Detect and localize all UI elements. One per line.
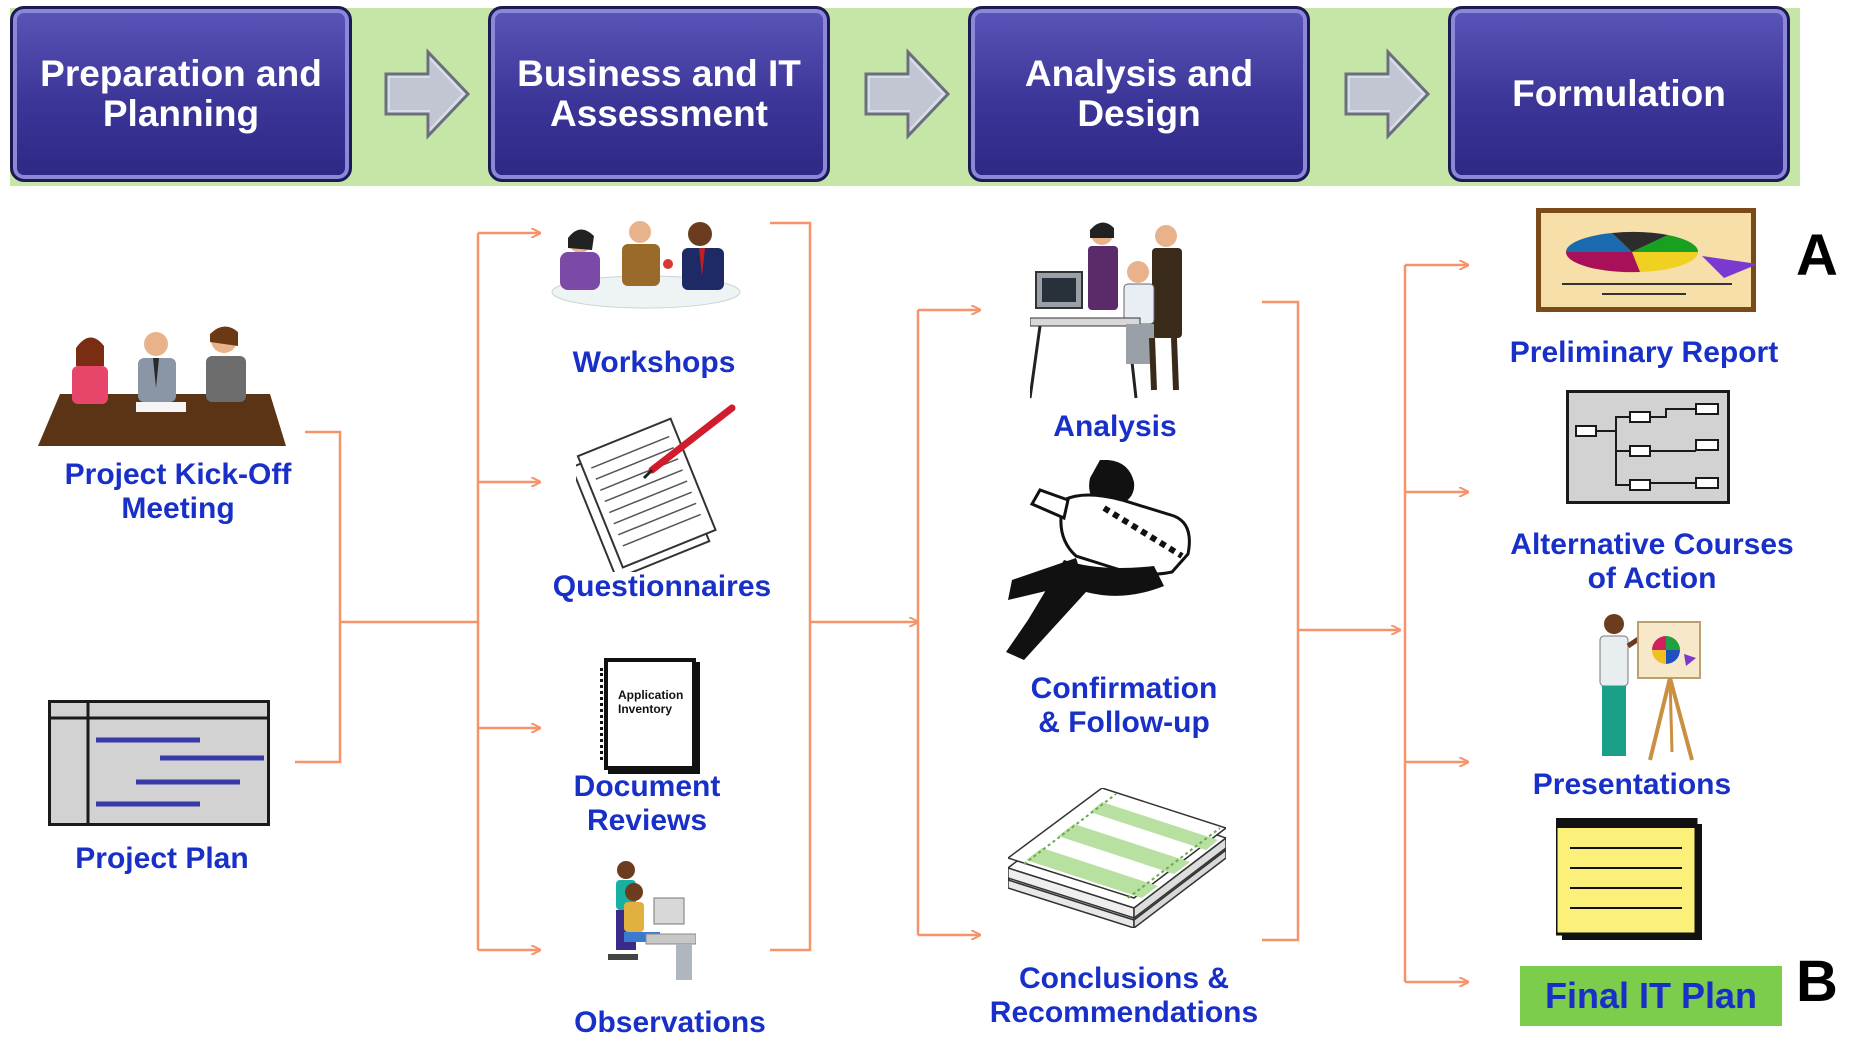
analysis-clipart-icon [1030, 222, 1182, 399]
project-plan-gantt-icon [48, 700, 270, 826]
observation-clipart-icon [608, 861, 696, 980]
binder-rings [600, 668, 609, 760]
confirmation-figure-icon [1006, 460, 1191, 660]
phase-arrow-icon [864, 48, 950, 140]
presentations-label: Presentations [1532, 768, 1732, 801]
marker-a: A [1796, 223, 1838, 288]
phase-arrow-icon [384, 48, 470, 140]
project-plan-label: Project Plan [75, 842, 249, 875]
phase-formulation: Formulation [1448, 6, 1790, 182]
questionnaire-pen-icon [576, 404, 736, 572]
phase-arrow-icon [1344, 48, 1430, 140]
marker-b: B [1796, 949, 1838, 1014]
conclusions-printout-icon [1008, 788, 1226, 928]
conclusions-label: Conclusions &Recommendations [989, 962, 1259, 1029]
final-it-plan-box: Final IT Plan [1520, 966, 1782, 1026]
notepad-icon [1556, 818, 1702, 940]
final-it-plan-label: Final IT Plan [1544, 975, 1758, 1016]
confirmation-label: Confirmation& Follow-up [1030, 672, 1218, 739]
preliminary-report-label: Preliminary Report [1509, 336, 1779, 369]
meeting-clipart-icon [38, 326, 286, 446]
alternatives-tree-icon [1566, 390, 1730, 504]
observations-label: Observations [574, 1006, 766, 1039]
questionnaires-label: Questionnaires [552, 570, 772, 603]
analysis-label: Analysis [1053, 410, 1177, 443]
phase-label: Formulation [1512, 73, 1726, 114]
preliminary-report-chart-icon [1536, 208, 1756, 312]
workshops-clipart-icon [551, 221, 741, 309]
presentation-easel-icon [1599, 614, 1701, 761]
workshops-label: Workshops [572, 346, 736, 379]
